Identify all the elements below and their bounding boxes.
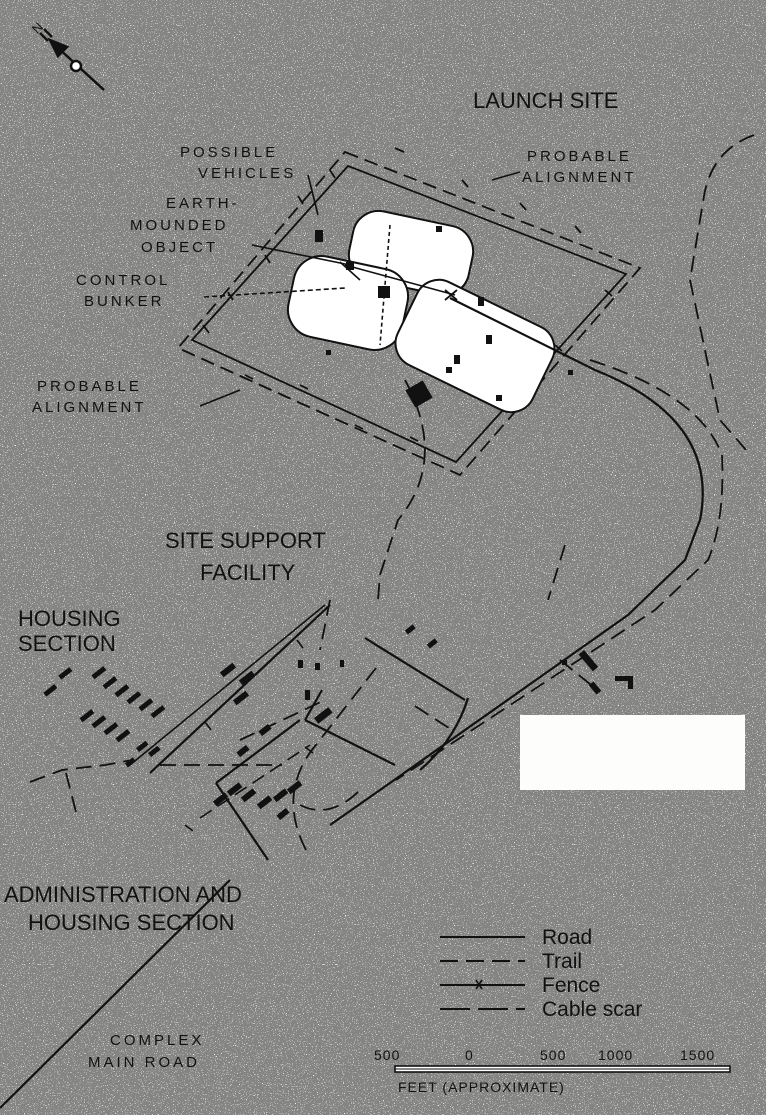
probable-alignment-ne-label-1: PROBABLE	[527, 148, 632, 165]
complex-main-road-label-2: MAIN ROAD	[88, 1054, 200, 1071]
possible-vehicles-label-1: POSSIBLE	[180, 144, 278, 161]
cross-glyph	[444, 289, 458, 301]
blank-patch	[520, 715, 745, 790]
legend-fence: Fence	[440, 974, 600, 997]
possible-vehicles-label-2: VEHICLES	[198, 165, 296, 182]
site-support-label-2: FACILITY	[200, 560, 296, 585]
scale-tick-2: 500	[540, 1047, 566, 1063]
fence-outer	[176, 150, 642, 477]
launch-internal-tracks	[339, 224, 456, 346]
fence-inner	[190, 164, 628, 464]
legend-trail-label: Trail	[542, 950, 582, 973]
scale-tick-3: 1000	[598, 1047, 633, 1063]
earth-mounded-label-2: MOUNDED	[130, 217, 229, 234]
admin-buildings	[212, 780, 303, 821]
control-bunker-label-1: CONTROL	[76, 272, 170, 289]
admin-housing-label-1: ADMINISTRATION AND	[4, 882, 242, 907]
admin-housing-label-2: HOUSING SECTION	[28, 910, 235, 935]
legend-road-label: Road	[542, 926, 592, 949]
trail-network	[29, 134, 755, 851]
legend-cable: Cable scar	[440, 998, 642, 1021]
leader-lines	[199, 171, 521, 407]
north-arrow-icon	[39, 28, 105, 91]
probable-alignment-ne-label-2: ALIGNMENT	[522, 169, 637, 186]
support-buildings	[219, 624, 438, 758]
east-buildings	[562, 650, 633, 695]
scale-tick-4: 1500	[680, 1047, 715, 1063]
scale-caption: FEET (APPROXIMATE)	[398, 1079, 565, 1095]
fence-admin	[199, 744, 311, 819]
legend: Road Trail Fence Cable scar	[440, 926, 642, 1021]
probable-alignment-sw-label-2: ALIGNMENT	[32, 399, 147, 416]
launch-objects	[315, 226, 573, 408]
legend-trail: Trail	[440, 950, 582, 973]
legend-road: Road	[440, 926, 592, 949]
legend-cable-label: Cable scar	[542, 998, 642, 1021]
earth-mounded-label-1: EARTH-	[166, 195, 240, 212]
housing-section-label-1: HOUSING	[18, 606, 121, 631]
housing-buildings	[43, 666, 166, 768]
probable-alignment-sw-label-1: PROBABLE	[37, 378, 142, 395]
road-network	[0, 297, 704, 1109]
scale-bar: 500 0 500 1000 1500 FEET (APPROXIMATE)	[374, 1047, 731, 1095]
legend-fence-label: Fence	[542, 974, 600, 997]
launch-site-label: LAUNCH SITE	[473, 88, 618, 113]
site-support-label-1: SITE SUPPORT	[165, 528, 326, 553]
legend-fence-ticks	[475, 979, 483, 990]
control-bunker-label-2: BUNKER	[84, 293, 165, 310]
housing-section-label-2: SECTION	[18, 631, 116, 656]
complex-main-road-label-1: COMPLEX	[110, 1032, 204, 1049]
fence-access	[129, 604, 326, 832]
scale-tick-1: 0	[465, 1047, 474, 1063]
earth-mounded-label-3: OBJECT	[141, 239, 218, 256]
fence-ticks	[202, 147, 613, 442]
scale-tick-0: 500	[374, 1047, 400, 1063]
